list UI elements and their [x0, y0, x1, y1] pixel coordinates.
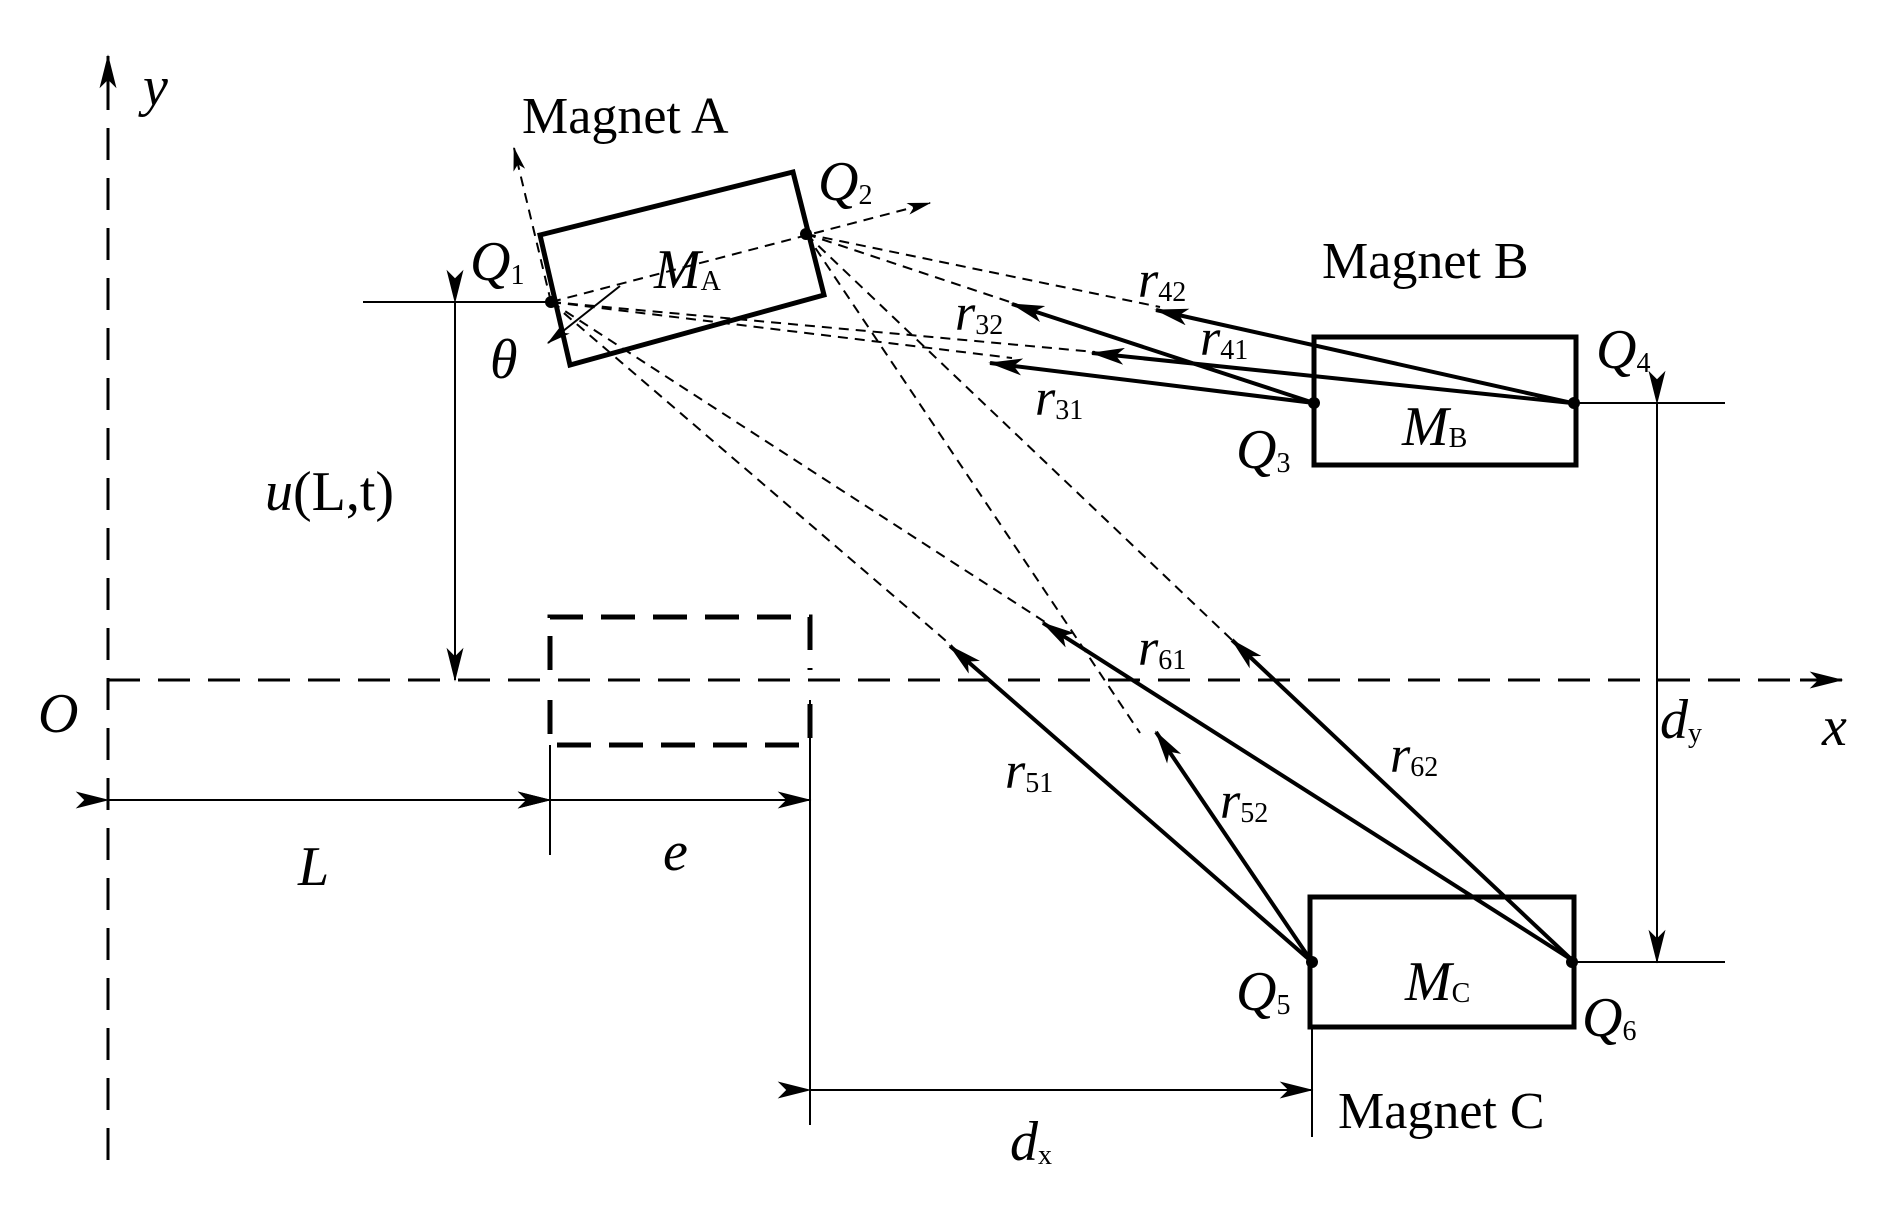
- charge-q1-label: Q1: [470, 231, 524, 293]
- magnet-a-rest-outline-bottom: [547, 690, 813, 748]
- magnet-a-theta-ref: [547, 285, 621, 344]
- vector-r32-label: r32: [955, 285, 1003, 342]
- charge-q5-label: Q5: [1236, 961, 1290, 1023]
- origin-label: O: [38, 683, 78, 745]
- vector-r41: [1090, 347, 1573, 405]
- magnet-b-name: Magnet B: [1322, 233, 1529, 290]
- e-label: e: [663, 821, 688, 883]
- magnet-a-body: [537, 168, 828, 369]
- x-axis-label: x: [1821, 696, 1847, 758]
- magnet-a-name: Magnet A: [522, 88, 729, 145]
- magnet-a-rest-outline: [547, 614, 813, 670]
- charge-points: [545, 228, 1580, 968]
- vector-r52: [1154, 730, 1314, 964]
- magnet-a-long-axis: [550, 202, 932, 303]
- magnet-c-name: Magnet C: [1338, 1083, 1545, 1140]
- moment-b-label: MB: [1401, 396, 1467, 458]
- dx-label: dx: [1010, 1111, 1052, 1173]
- interaction-lines: [550, 233, 1233, 734]
- L-label: L: [297, 836, 329, 898]
- vector-r52-label: r52: [1220, 773, 1268, 830]
- vector-r42: [1154, 308, 1573, 405]
- dy-label: dy: [1660, 689, 1702, 751]
- vector-r31-label: r31: [1035, 370, 1083, 427]
- vector-r51: [948, 644, 1314, 964]
- vector-r51-label: r51: [1005, 743, 1053, 800]
- charge-q3-label: Q3: [1236, 419, 1290, 481]
- vector-r31: [988, 358, 1315, 405]
- magnet-a-normal-axis: [513, 146, 552, 303]
- charge-q4-label: Q4: [1596, 319, 1650, 381]
- charge-q6-label: Q6: [1582, 987, 1636, 1049]
- vector-r62-label: r62: [1390, 727, 1438, 784]
- moment-a-label: MA: [653, 239, 722, 301]
- moment-c-label: MC: [1404, 951, 1470, 1013]
- charge-q2-label: Q2: [818, 151, 872, 213]
- vector-r41-label: r41: [1200, 310, 1248, 367]
- distance-vectors: [948, 302, 1574, 964]
- vector-r32: [1010, 302, 1315, 405]
- vector-r61-label: r61: [1138, 620, 1186, 677]
- theta-label: θ: [490, 329, 518, 391]
- vector-r61: [1041, 621, 1574, 962]
- vector-r62: [1230, 638, 1574, 962]
- u-label: u(L,t): [265, 461, 394, 523]
- y-axis-label: y: [138, 56, 168, 118]
- vector-r42-label: r42: [1138, 252, 1186, 309]
